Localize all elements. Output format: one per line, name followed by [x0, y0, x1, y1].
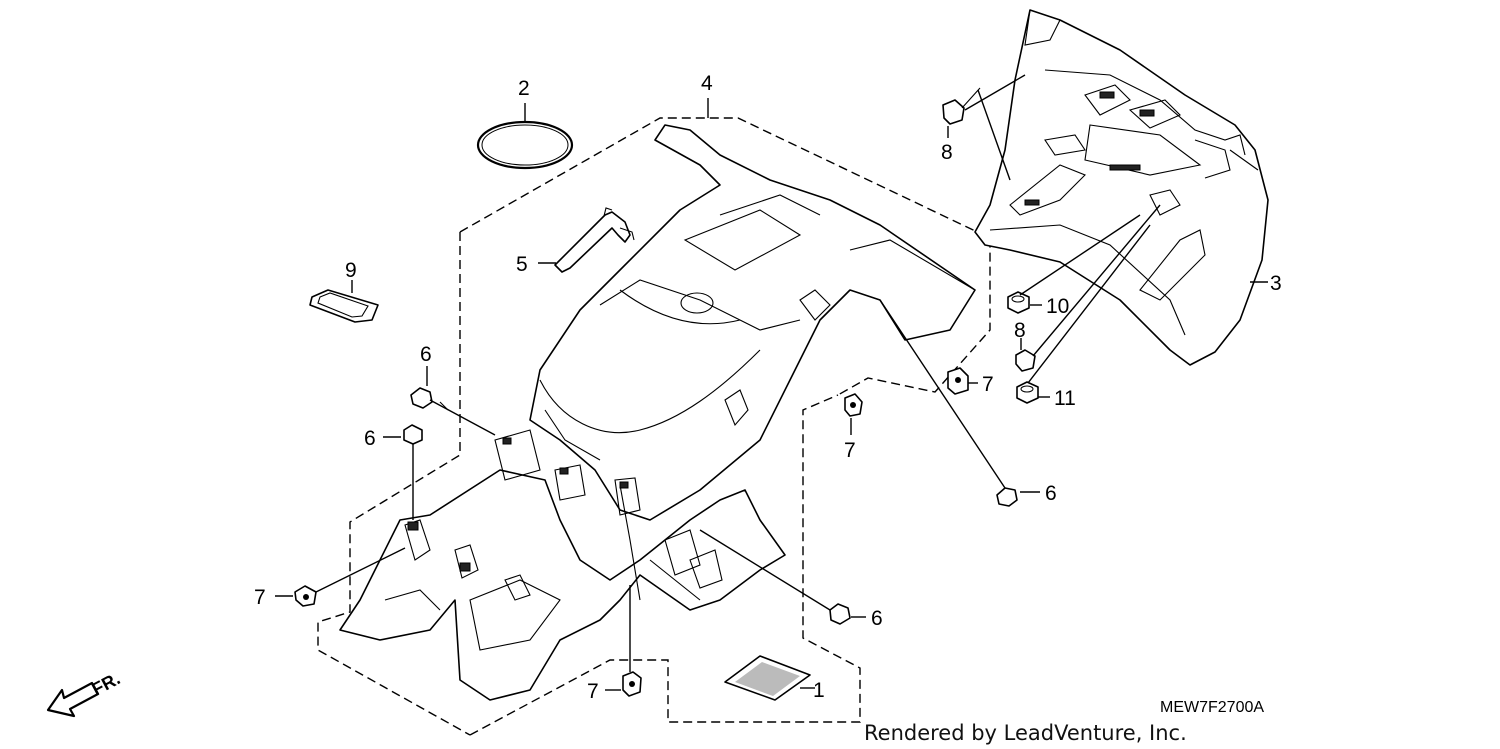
callout-4: 4 — [701, 72, 713, 95]
group-outline-4 — [459, 117, 991, 396]
part-2-o-ring[interactable] — [476, 120, 574, 170]
front-arrow-icon — [46, 681, 100, 718]
callout-7c: 7 — [254, 586, 266, 609]
bolt-6-a[interactable] — [410, 387, 496, 436]
callout-2: 2 — [518, 77, 530, 100]
callout-7a: 7 — [982, 373, 994, 396]
callout-7d: 7 — [587, 680, 599, 703]
part-1-sponge[interactable] — [724, 655, 811, 701]
callout-6a: 6 — [420, 343, 432, 366]
leader-11-panel — [1027, 224, 1151, 384]
diagram-code: MEW7F2700A — [1160, 699, 1264, 716]
callout-1: 1 — [813, 679, 825, 702]
callout-8b: 8 — [1014, 319, 1026, 342]
clip-7-c[interactable] — [294, 547, 406, 607]
clip-8-a[interactable] — [942, 87, 981, 125]
nut-11[interactable] — [1016, 381, 1039, 404]
group-outline-lower — [469, 394, 861, 736]
callout-6c: 6 — [1045, 482, 1057, 505]
callout-11: 11 — [1054, 387, 1076, 410]
callout-3: 3 — [1270, 272, 1282, 295]
group-outline-4-left — [317, 232, 471, 736]
callout-8a: 8 — [941, 141, 953, 164]
callout-10: 10 — [1046, 295, 1069, 318]
render-credit: Rendered by LeadVenture, Inc. — [864, 721, 1187, 745]
bolt-6-d[interactable] — [699, 529, 851, 625]
leader-10-panel — [1019, 214, 1141, 296]
callout-7b: 7 — [844, 439, 856, 462]
front-direction-indicator: FR. — [46, 668, 123, 718]
bolt-6-b[interactable] — [403, 424, 423, 520]
callout-6b: 6 — [364, 427, 376, 450]
leader-8a-panel-2 — [977, 89, 1011, 181]
callout-5: 5 — [516, 253, 528, 276]
leader-8a-panel — [964, 74, 1026, 111]
part-4-rear-fender[interactable] — [339, 124, 976, 701]
clip-7-d[interactable] — [622, 585, 642, 697]
part-9-pad[interactable] — [309, 289, 379, 323]
part-5-bracket[interactable] — [554, 207, 635, 273]
leader-8b-panel — [1032, 204, 1161, 357]
callout-9: 9 — [345, 259, 357, 282]
bolt-6-c[interactable] — [879, 299, 1018, 507]
clip-7-b[interactable] — [844, 393, 863, 417]
clip-7-a[interactable] — [947, 367, 969, 395]
clip-8-b[interactable] — [1015, 349, 1036, 372]
nut-10[interactable] — [1007, 291, 1030, 314]
callout-6d: 6 — [871, 607, 883, 630]
